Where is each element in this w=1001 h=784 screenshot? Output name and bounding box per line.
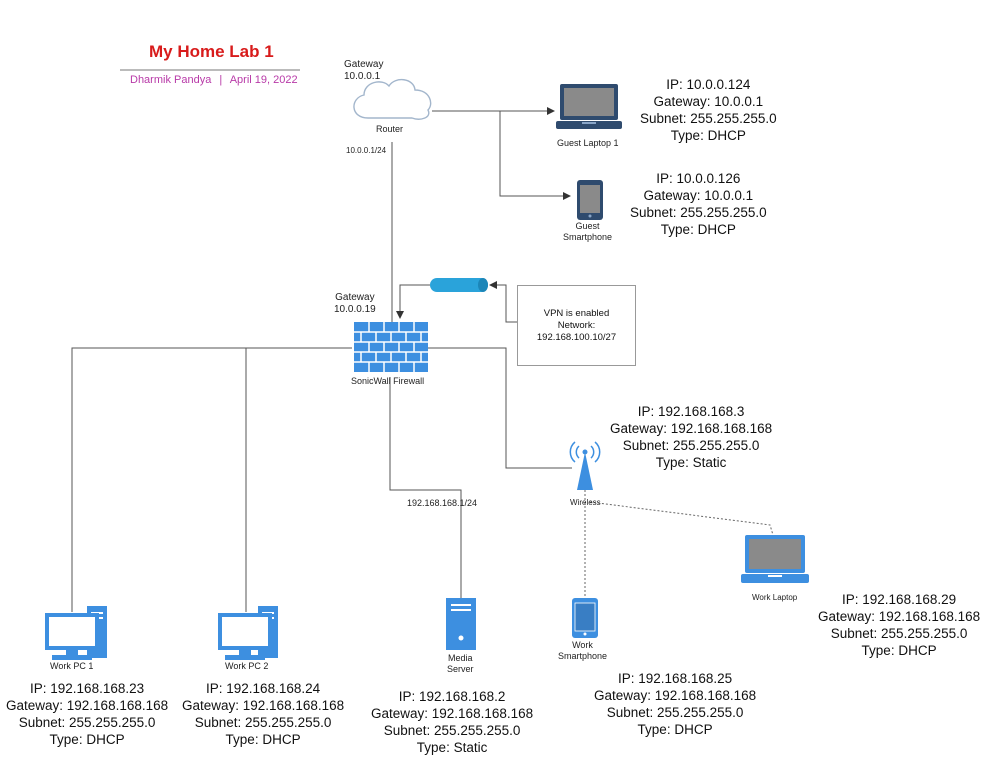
media-server-gateway: Gateway: 192.168.168.168: [371, 706, 534, 721]
guest-smartphone-name-line1: Guest: [575, 221, 600, 231]
work-laptop-icon: [741, 535, 809, 583]
guest-smartphone-icon: [577, 180, 603, 220]
work-laptop-gateway: Gateway: 192.168.168.168: [818, 609, 981, 624]
wireless-label: Wireless: [570, 498, 601, 507]
firewall-label: SonicWall Firewall: [351, 376, 425, 386]
media-server-name-line2: Server: [447, 664, 474, 674]
work-pc2-info: IP: 192.168.168.24 Gateway: 192.168.168.…: [182, 680, 344, 748]
wireless-links: [584, 490, 774, 598]
media-server-name: Media Server: [447, 653, 474, 675]
work-smartphone-ip: IP: 192.168.168.25: [618, 671, 733, 686]
vpn-tunnel-icon: [430, 278, 488, 292]
subtitle-separator: |: [219, 74, 223, 86]
work-laptop-subnet: Subnet: 255.255.255.0: [830, 626, 968, 641]
firewall-gateway: Gateway 10.0.0.19: [334, 292, 376, 316]
media-server-ip: IP: 192.168.168.2: [398, 689, 506, 704]
media-server-name-line1: Media: [448, 653, 473, 663]
wireless-ap-gateway: Gateway: 192.168.168.168: [610, 421, 773, 436]
firewall-icon: [354, 322, 428, 372]
wireless-ap-subnet: Subnet: 255.255.255.0: [622, 438, 760, 453]
work-smartphone-name: Work Smartphone: [558, 640, 607, 662]
wireless-antenna-icon: [569, 441, 601, 490]
work-pc1-subnet: Subnet: 255.255.255.0: [18, 715, 156, 730]
work-pc2-gateway: Gateway: 192.168.168.168: [182, 698, 345, 713]
link-firewall-workpc2: [245, 347, 352, 612]
media-server-icon: [446, 598, 476, 650]
link-firewall-workpc1: [71, 347, 352, 612]
link-firewall-mediaserver: [389, 377, 462, 598]
work-pc1-name: Work PC 1: [50, 661, 94, 671]
guest-laptop-subnet: Subnet: 255.255.255.0: [640, 111, 777, 126]
work-pc2-ip: IP: 192.168.168.24: [206, 681, 321, 696]
media-server-subnet: Subnet: 255.255.255.0: [383, 723, 521, 738]
guest-smartphone-type: Type: DHCP: [660, 222, 736, 237]
work-pc2-icon: [218, 606, 278, 660]
work-laptop-name: Work Laptop: [752, 593, 798, 602]
media-server-type: Type: Static: [416, 740, 488, 755]
work-laptop-type: Type: DHCP: [861, 643, 937, 658]
guest-laptop-ip: IP: 10.0.0.124: [666, 77, 751, 92]
router-gateway: Gateway 10.0.0.1: [344, 59, 383, 83]
guest-laptop-gateway: Gateway: 10.0.0.1: [653, 94, 764, 109]
work-smartphone-name-line1: Work: [572, 640, 593, 650]
guest-smartphone-ip: IP: 10.0.0.126: [656, 171, 741, 186]
work-smartphone-name-line2: Smartphone: [558, 651, 608, 661]
diagram-title: My Home Lab 1: [149, 42, 274, 61]
router-network: 10.0.0.1/24: [346, 146, 387, 155]
work-pc1-ip: IP: 192.168.168.23: [30, 681, 145, 696]
guest-laptop-icon: [556, 84, 622, 129]
link-router-guest-smartphone: [432, 110, 571, 200]
wireless-ap-info: IP: 192.168.168.3 Gateway: 192.168.168.1…: [610, 403, 772, 471]
firewall-gateway-ip: 10.0.0.19: [334, 304, 376, 315]
wireless-ap-ip: IP: 192.168.168.3: [637, 404, 745, 419]
router-links: [391, 107, 571, 322]
router-gateway-label: Gateway: [344, 59, 384, 70]
vpn-line2: Network:: [557, 319, 596, 331]
guest-laptop-type: Type: DHCP: [670, 128, 746, 143]
link-wireless-work-laptop: [589, 501, 774, 536]
work-laptop-info: IP: 192.168.168.29 Gateway: 192.168.168.…: [818, 591, 980, 659]
link-vpnbox-tunnel: [489, 281, 517, 323]
firewall-links: [71, 347, 572, 612]
work-pc1-icon: [45, 606, 107, 660]
link-vpn-firewall: [396, 284, 430, 319]
diagram-date: April 19, 2022: [229, 74, 298, 86]
firewall-gateway-label: Gateway: [335, 292, 375, 303]
guest-smartphone-name: Guest Smartphone: [563, 221, 612, 243]
work-pc2-subnet: Subnet: 255.255.255.0: [194, 715, 332, 730]
work-pc2-name: Work PC 2: [225, 661, 269, 671]
work-smartphone-type: Type: DHCP: [637, 722, 713, 737]
work-smartphone-subnet: Subnet: 255.255.255.0: [606, 705, 744, 720]
media-server-info: IP: 192.168.168.2 Gateway: 192.168.168.1…: [371, 688, 533, 756]
cloud-icon: [353, 79, 432, 120]
work-pc1-info: IP: 192.168.168.23 Gateway: 192.168.168.…: [6, 680, 168, 748]
vpn-line1: VPN is enabled: [543, 307, 610, 319]
firewall-network: 192.168.168.1/24: [407, 498, 478, 508]
work-pc1-type: Type: DHCP: [49, 732, 125, 747]
link-firewall-wireless: [428, 347, 572, 469]
guest-laptop-name: Guest Laptop 1: [557, 138, 619, 148]
work-laptop-ip: IP: 192.168.168.29: [842, 592, 957, 607]
vpn-line3: 192.168.100.10/27: [536, 331, 617, 343]
router-label: Router: [376, 124, 404, 134]
guest-laptop-info: IP: 10.0.0.124 Gateway: 10.0.0.1 Subnet:…: [640, 76, 777, 144]
guest-smartphone-gateway: Gateway: 10.0.0.1: [643, 188, 754, 203]
router-gateway-ip: 10.0.0.1: [344, 71, 381, 82]
work-pc1-gateway: Gateway: 192.168.168.168: [6, 698, 169, 713]
vpn-info-box: VPN is enabled Network: 192.168.100.10/2…: [517, 285, 636, 366]
guest-smartphone-subnet: Subnet: 255.255.255.0: [630, 205, 767, 220]
guest-smartphone-info: IP: 10.0.0.126 Gateway: 10.0.0.1 Subnet:…: [630, 170, 767, 238]
work-smartphone-info: IP: 192.168.168.25 Gateway: 192.168.168.…: [594, 670, 756, 738]
vpn-links: [396, 281, 517, 323]
diagram-subtitle: Dharmik Pandya | April 19, 2022: [130, 74, 298, 86]
author-name: Dharmik Pandya: [130, 74, 212, 86]
work-pc2-type: Type: DHCP: [225, 732, 301, 747]
wireless-ap-type: Type: Static: [655, 455, 727, 470]
work-smartphone-icon: [572, 598, 598, 638]
work-smartphone-gateway: Gateway: 192.168.168.168: [594, 688, 757, 703]
guest-smartphone-name-line2: Smartphone: [563, 232, 613, 242]
